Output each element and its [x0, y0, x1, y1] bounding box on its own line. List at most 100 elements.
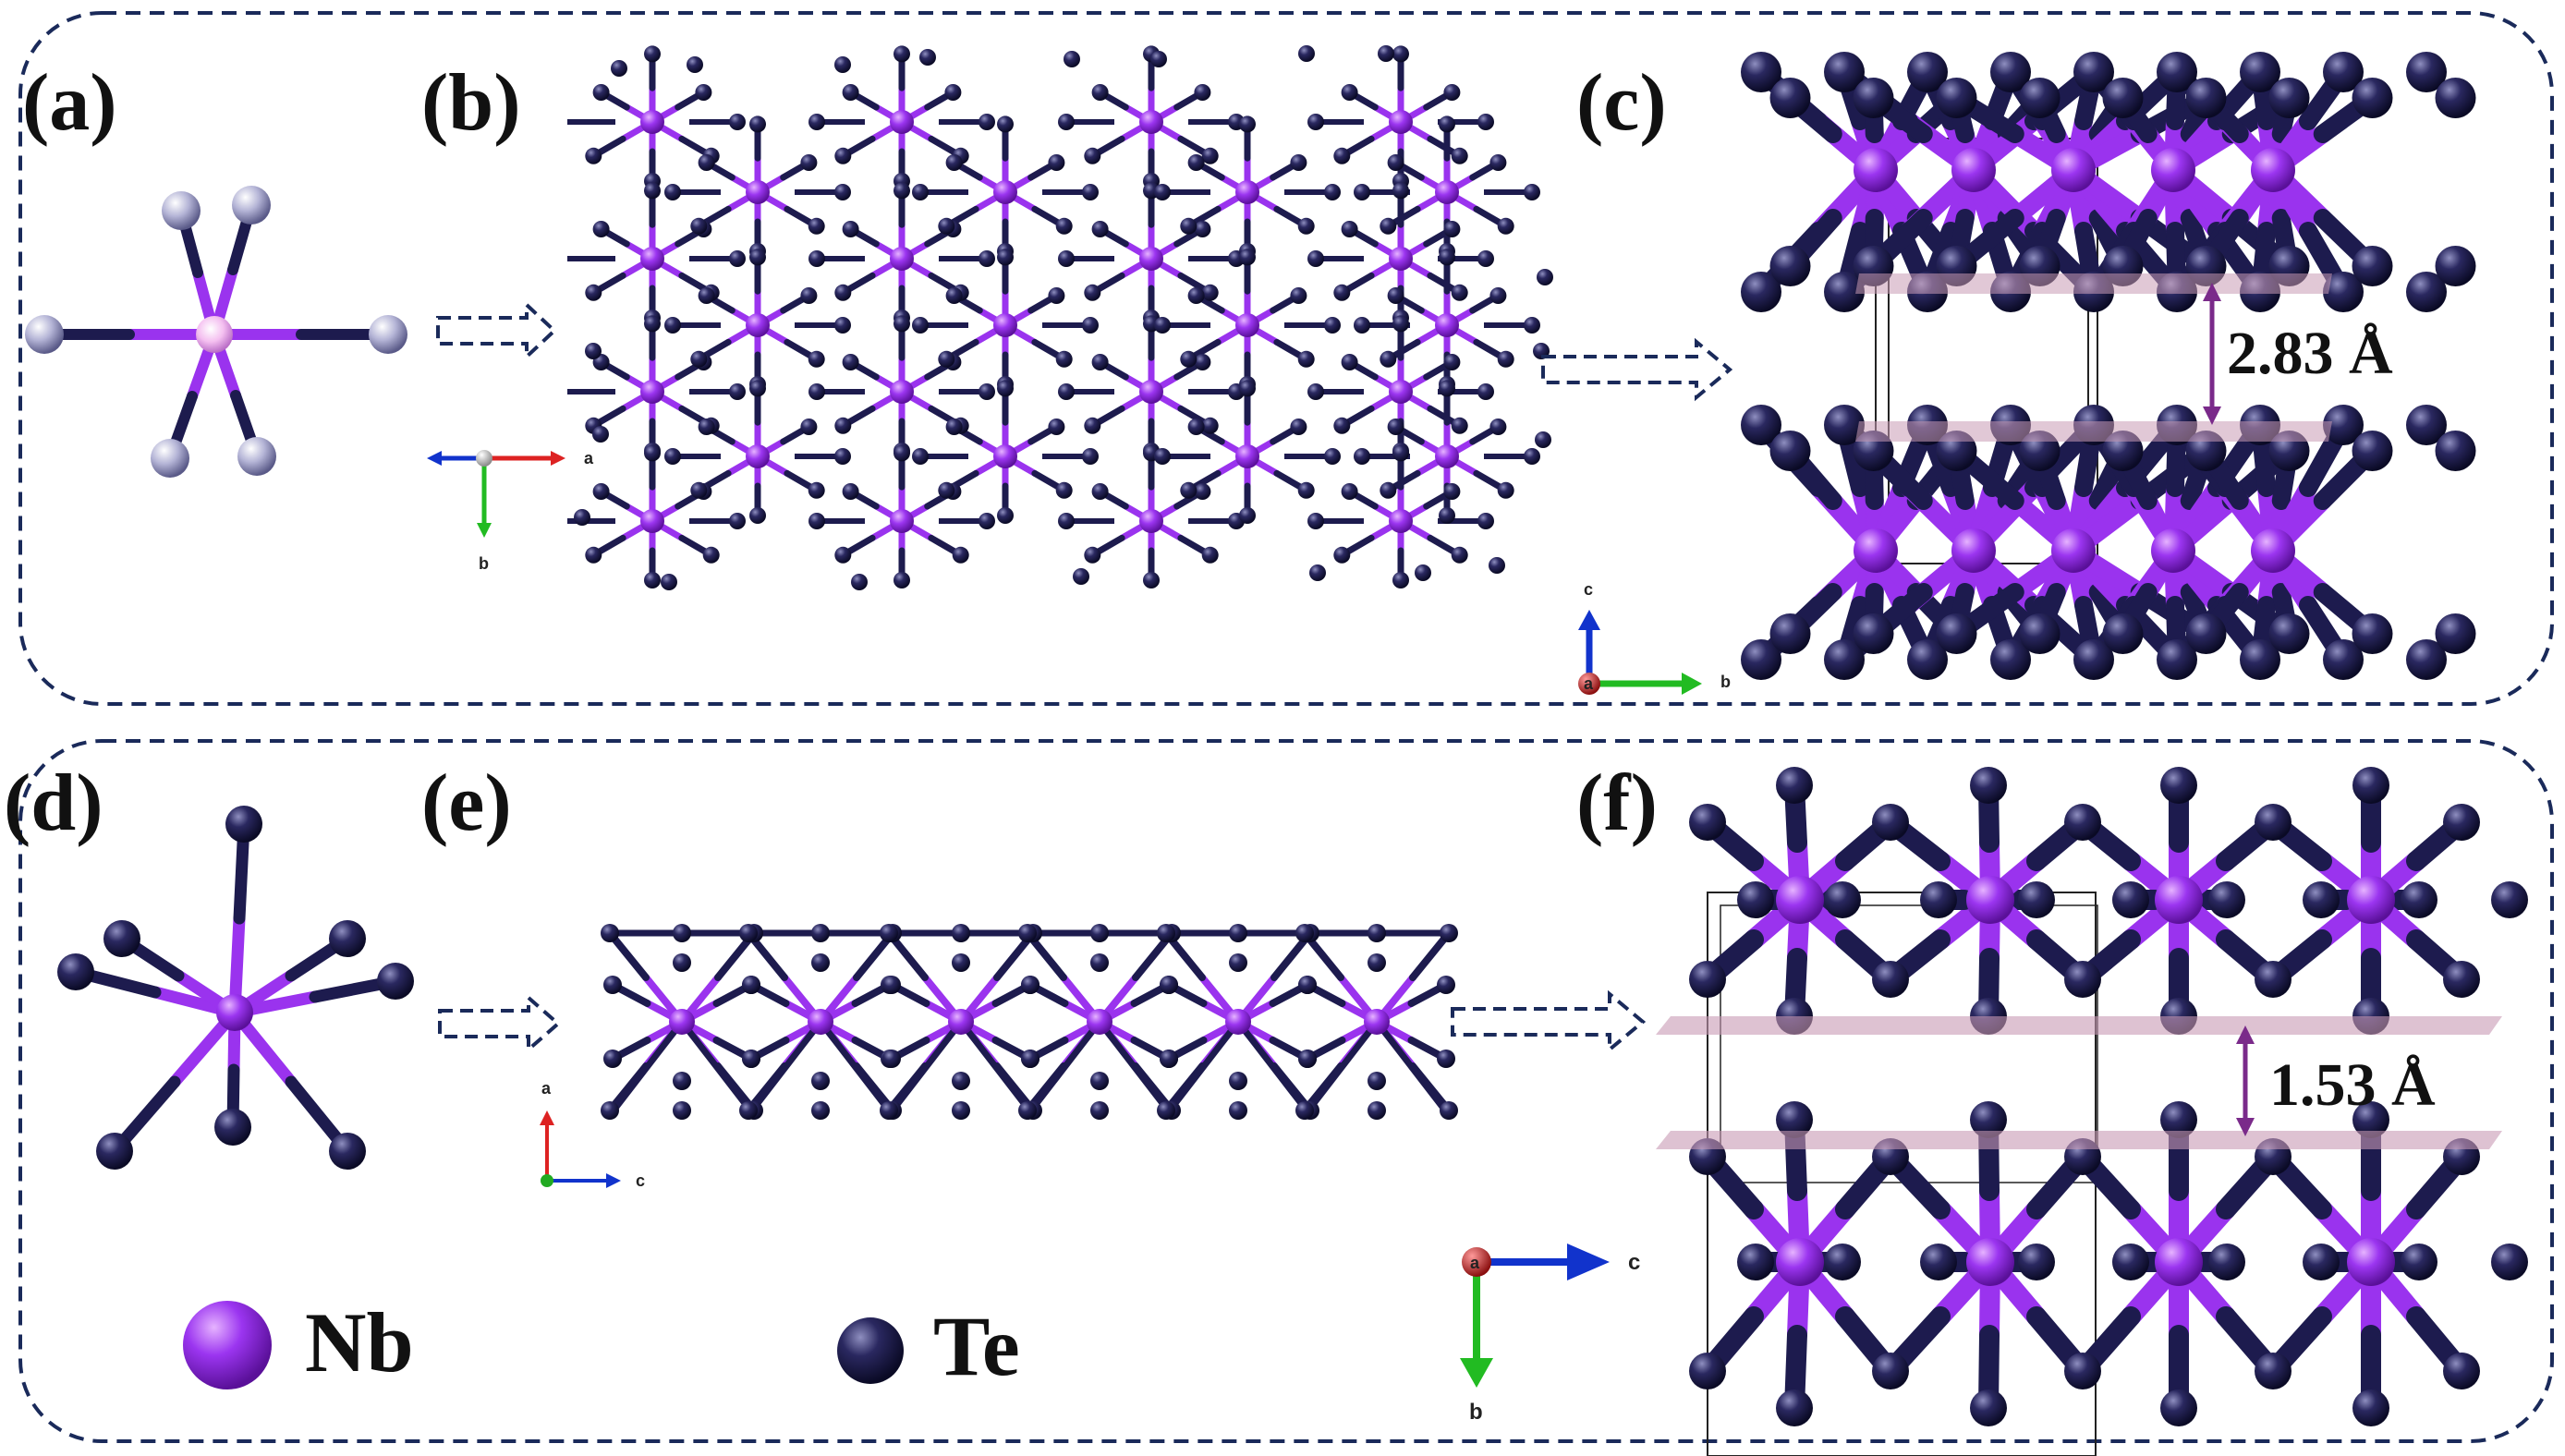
- te-atom: [1201, 546, 1219, 564]
- te-atom: [729, 250, 746, 267]
- te-atom: [1380, 481, 1397, 499]
- dashed-arrow-e-to-f: [1451, 989, 1647, 1054]
- te-atom: [1853, 613, 1894, 654]
- te-atom: [1187, 154, 1205, 171]
- te-atom: [739, 1101, 758, 1120]
- te-atom: [1769, 78, 1811, 118]
- te-atom: [1990, 52, 2031, 92]
- te-atom: [808, 383, 825, 400]
- te-atom: [1090, 1101, 1109, 1120]
- legend-nb-label: Nb: [305, 1295, 414, 1389]
- te-atom: [1180, 481, 1197, 499]
- nb-atom: [1364, 1009, 1390, 1035]
- te-atom: [1055, 481, 1073, 499]
- te-atom: [1084, 417, 1101, 434]
- te-atom: [1324, 317, 1341, 334]
- nb-atom: [196, 316, 233, 353]
- bond: [890, 1019, 964, 1113]
- te-atom: [1090, 1072, 1109, 1090]
- panel-b-top-view: [567, 45, 1553, 590]
- te-atom: [1239, 115, 1256, 133]
- te-atom: [842, 221, 859, 237]
- te-atom: [1535, 431, 1551, 448]
- te-atom: [1437, 1050, 1455, 1068]
- te-atom: [1160, 976, 1178, 994]
- te-atom: [1354, 317, 1370, 334]
- te-atom: [644, 444, 661, 462]
- nb-atom: [2051, 148, 2096, 192]
- nb-atom: [1139, 509, 1163, 533]
- bottom-panel-frame: [18, 739, 2554, 1443]
- nb-atom: [2051, 528, 2096, 573]
- te-atom: [2435, 613, 2476, 654]
- axis-label-c-horizontal: b: [1720, 673, 1731, 691]
- te-atom: [1082, 317, 1099, 334]
- te-atom: [1333, 147, 1351, 164]
- te-atom: [2160, 1389, 2197, 1426]
- te-atom: [1824, 405, 1865, 445]
- nb-atom: [1235, 313, 1259, 337]
- panel-label-a: (a): [22, 58, 117, 148]
- te-atom: [912, 184, 929, 200]
- te-atom: [842, 354, 859, 370]
- te-atom: [880, 924, 898, 942]
- te-atom: [1524, 184, 1540, 200]
- te-atom: [2185, 613, 2227, 654]
- axis-label-e-vertical: a: [541, 1079, 552, 1098]
- te-atom: [585, 284, 602, 301]
- te-atom: [1440, 924, 1458, 942]
- te-atom: [2255, 961, 2291, 998]
- te-atom: [1154, 317, 1171, 334]
- te-atom: [2303, 881, 2340, 918]
- te-atom: [687, 56, 703, 73]
- te-atom: [1415, 564, 1431, 581]
- panel-e-chain-view: [601, 924, 1458, 1120]
- te-atom: [1776, 1389, 1813, 1426]
- te-atom: [1368, 924, 1386, 942]
- te-atom: [2352, 78, 2393, 118]
- nb-atom: [1951, 528, 1996, 573]
- te-atom: [1143, 572, 1160, 588]
- bond: [749, 1019, 823, 1113]
- nb-atom: [1389, 110, 1413, 134]
- te-atom: [2018, 881, 2055, 918]
- te-atom: [1298, 1050, 1317, 1068]
- te-atom: [2157, 52, 2197, 92]
- te-atom: [1776, 767, 1813, 804]
- te-atom: [1324, 448, 1341, 465]
- te-atom: [749, 249, 766, 266]
- nb-atom: [1389, 509, 1413, 533]
- te-atom: [811, 953, 830, 972]
- te-atom: [2323, 52, 2364, 92]
- nb-atom: [993, 180, 1017, 204]
- te-atom: [808, 114, 825, 130]
- te-atom: [1157, 1101, 1175, 1120]
- te-atom: [739, 924, 758, 942]
- nb-atom: [890, 110, 914, 134]
- te-atom: [2160, 1101, 2197, 1138]
- te-atom: [1354, 184, 1370, 200]
- te-atom: [979, 383, 995, 400]
- te-atom: [919, 49, 936, 66]
- te-atom: [1290, 287, 1307, 304]
- te-atom: [1295, 1101, 1314, 1120]
- te-atom: [1084, 147, 1101, 164]
- te-atom: [2435, 431, 2476, 471]
- te-atom: [945, 154, 963, 171]
- te-atom: [2435, 246, 2476, 286]
- te-atom: [997, 249, 1014, 266]
- te-atom: [1295, 924, 1314, 942]
- te-atom: [377, 963, 414, 1000]
- te-atom: [1824, 52, 1865, 92]
- te-atom: [1872, 961, 1909, 998]
- nb-atom: [2151, 148, 2195, 192]
- te-atom: [1297, 350, 1315, 368]
- te-atom: [2019, 613, 2061, 654]
- nb-atom: [1235, 180, 1259, 204]
- te-atom: [944, 84, 962, 101]
- te-atom: [673, 924, 691, 942]
- nb-atom: [1435, 313, 1459, 337]
- te-atom: [1392, 572, 1409, 588]
- panel-label-c: (c): [1576, 58, 1667, 148]
- interlayer-distance-top: 2.83 Å: [2227, 320, 2393, 387]
